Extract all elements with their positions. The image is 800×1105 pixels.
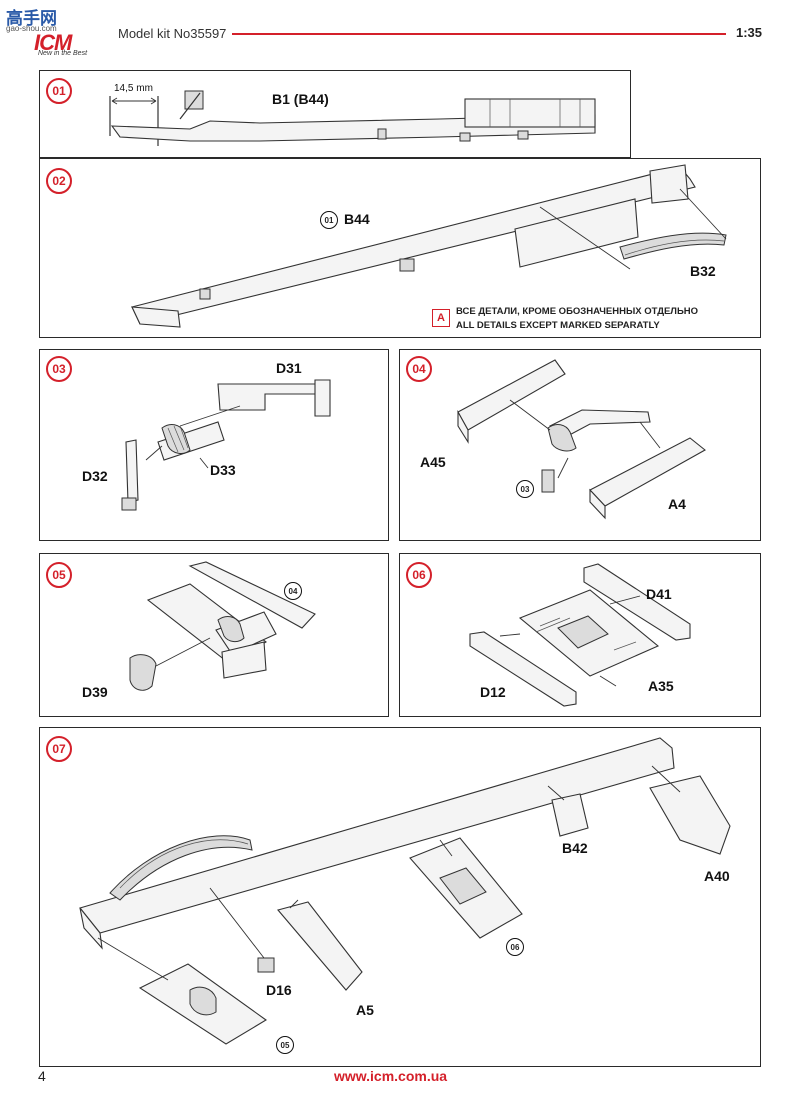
step-02-note-mark: A xyxy=(432,309,450,327)
step-01-drawing xyxy=(109,90,596,146)
step-01-part-label: B1 (B44) xyxy=(272,91,329,107)
step-03-part-a: D31 xyxy=(276,360,302,376)
step-03-drawing xyxy=(121,379,331,511)
scale-label: 1:35 xyxy=(736,25,763,40)
step-03-part-b: D32 xyxy=(82,468,108,484)
step-07-part-b: A40 xyxy=(704,868,730,884)
step-05-ref: 04 xyxy=(284,582,302,600)
step-04-badge: 04 xyxy=(406,356,432,382)
header-rule xyxy=(232,33,726,35)
logo-site-cn: 高手网 xyxy=(6,9,57,28)
step-02-note-en: ALL DETAILS EXCEPT MARKED SEPARATLY xyxy=(456,320,660,331)
step-07-ref-b: 05 xyxy=(276,1036,294,1054)
step-07-panel: B42 A40 D16 A5 06 05 xyxy=(39,727,761,1067)
step-03-badge: 03 xyxy=(46,356,72,382)
step-07-part-a: B42 xyxy=(562,840,588,856)
step-05-panel: D39 04 xyxy=(39,553,389,717)
step-06-badge: 06 xyxy=(406,562,432,588)
step-06-drawing xyxy=(469,563,691,707)
step-04-part-b: A4 xyxy=(668,496,686,512)
step-07-drawing xyxy=(79,737,731,1045)
step-01-badge: 01 xyxy=(46,78,72,104)
step-04-ref: 03 xyxy=(516,480,534,498)
step-02-part-a: B44 xyxy=(344,211,370,227)
step-07-badge: 07 xyxy=(46,736,72,762)
footer-url[interactable]: www.icm.com.ua xyxy=(334,1068,448,1084)
step-05-badge: 05 xyxy=(46,562,72,588)
step-03-part-c: D33 xyxy=(210,462,236,478)
step-02-drawing xyxy=(131,164,727,328)
step-04-part-a: A45 xyxy=(420,454,446,470)
step-05-drawing xyxy=(129,561,316,691)
step-06-part-b: D12 xyxy=(480,684,506,700)
step-02-part-b: B32 xyxy=(690,263,716,279)
step-05-part-a: D39 xyxy=(82,684,108,700)
step-07-part-d: A5 xyxy=(356,1002,374,1018)
step-02-ref: 01 xyxy=(320,211,338,229)
step-06-part-a: D41 xyxy=(646,586,672,602)
step-06-panel: D41 D12 A35 xyxy=(399,553,761,717)
step-06-part-c: A35 xyxy=(648,678,674,694)
logo: 高手网 gao-shou.com ICM New in the Best xyxy=(4,4,108,60)
step-01-dimension: 14,5 mm xyxy=(114,83,153,94)
step-02-note-ru: ВСЕ ДЕТАЛИ, КРОМЕ ОБОЗНАЧЕННЫХ ОТДЕЛЬНО xyxy=(456,306,699,317)
step-02-panel: 01 B44 B32 A ВСЕ ДЕТАЛИ, КРОМЕ ОБОЗНАЧЕН… xyxy=(39,158,761,338)
logo-site-url: gao-shou.com xyxy=(6,24,57,33)
logo-brand: ICM xyxy=(34,30,72,55)
step-03-panel: D31 D32 D33 xyxy=(39,349,389,541)
logo-slogan: New in the Best xyxy=(38,50,88,57)
step-02-badge: 02 xyxy=(46,168,72,194)
step-07-ref-a: 06 xyxy=(506,938,524,956)
step-04-drawing xyxy=(457,359,706,520)
step-07-part-c: D16 xyxy=(266,982,292,998)
page-title: Model kit No35597 xyxy=(118,26,227,41)
page-number: 4 xyxy=(38,1068,46,1084)
step-04-panel: A45 A4 03 xyxy=(399,349,761,541)
step-01-panel: 14,5 mm B1 (B44) xyxy=(39,70,631,158)
